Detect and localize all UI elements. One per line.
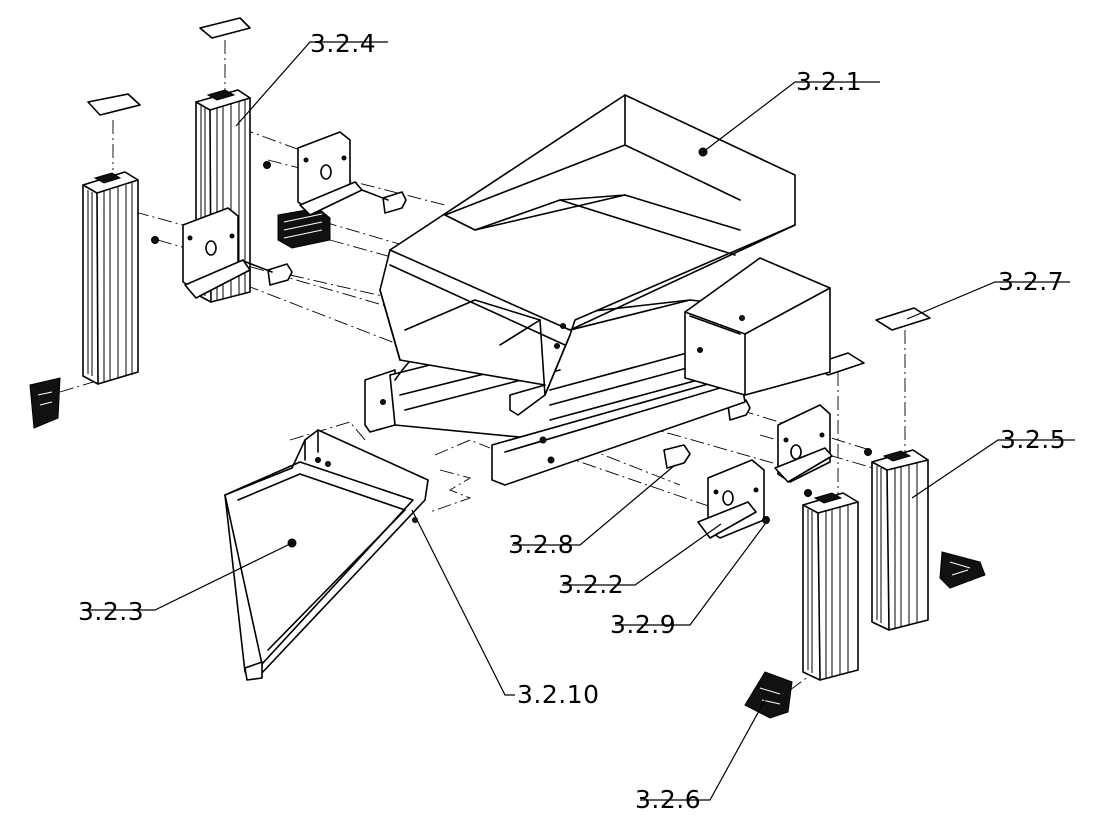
profile-front bbox=[802, 492, 859, 681]
label-profile-rear: 3.2.4 bbox=[310, 29, 376, 58]
label-chute: 3.2.3 bbox=[78, 597, 144, 626]
label-hopper: 3.2.1 bbox=[796, 67, 862, 96]
label-bracket: 3.2.2 bbox=[558, 570, 624, 599]
mount-bracket-front-right bbox=[774, 404, 833, 483]
end-cap-rear-right bbox=[199, 17, 251, 39]
slot-nut-block bbox=[277, 207, 331, 249]
hopper bbox=[379, 94, 796, 416]
bolts bbox=[245, 189, 751, 469]
mount-bracket-front-left bbox=[697, 459, 765, 539]
mount-bracket-rear-upper bbox=[297, 131, 363, 216]
corner-bracket-right bbox=[939, 551, 986, 589]
mount-bracket-rear-lower bbox=[182, 207, 251, 299]
leader-lines bbox=[82, 41, 1075, 801]
label-corner-bracket: 3.2.6 bbox=[635, 785, 701, 814]
conveyor-frame bbox=[364, 299, 746, 486]
profile-rear-left bbox=[82, 171, 139, 385]
callout-labels: 3.2.1 3.2.4 3.2.7 3.2.5 3.2.3 3.2.8 3.2.… bbox=[78, 29, 1066, 814]
label-nut: 3.2.9 bbox=[610, 610, 676, 639]
motor-box bbox=[684, 257, 831, 396]
label-chute-bracket: 3.2.10 bbox=[517, 680, 600, 709]
end-cap-rear-left bbox=[87, 93, 141, 116]
chute bbox=[224, 429, 429, 681]
label-end-cap: 3.2.7 bbox=[998, 267, 1064, 296]
corner-bracket-left bbox=[29, 377, 61, 429]
corner-bracket-front bbox=[744, 671, 793, 719]
profile-right bbox=[871, 449, 929, 631]
label-profile-right: 3.2.5 bbox=[1000, 425, 1066, 454]
end-cap-right bbox=[875, 307, 931, 331]
label-bolt: 3.2.8 bbox=[508, 530, 574, 559]
